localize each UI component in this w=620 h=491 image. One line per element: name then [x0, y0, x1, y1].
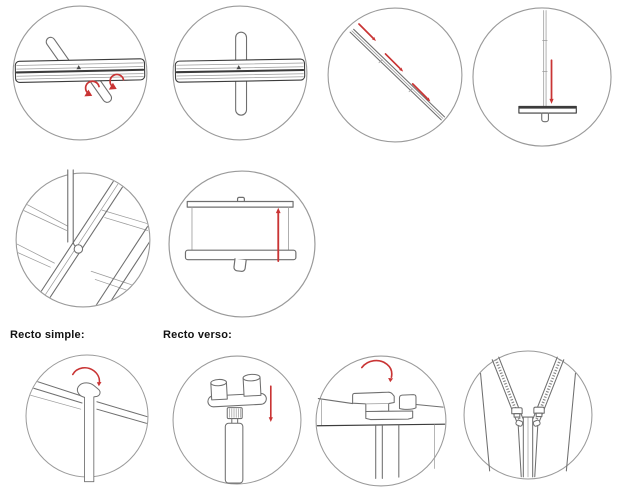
step-5-pole-hook-detail [15, 169, 151, 308]
pull-banner-up-icon [168, 170, 316, 318]
step-1-unfold-base-feet [12, 5, 148, 141]
step-2-feet-perpendicular [172, 5, 308, 141]
pole-hook-detail-icon [15, 169, 151, 308]
feet-perpendicular-icon [172, 5, 308, 141]
double-sided-assembled-icon [463, 350, 593, 480]
step-8-insert-adapter [172, 355, 302, 491]
step-6-pull-banner-up [168, 170, 316, 318]
step-9-mount-crossbar-hooks [315, 355, 447, 487]
mount-crossbar-hooks-icon [315, 355, 447, 487]
step-7-hook-pole-on-rail [25, 354, 149, 491]
insert-double-sided-adapter-icon [172, 355, 302, 485]
unfold-base-feet-icon [12, 5, 148, 141]
step-4-insert-pole-into-base [472, 7, 612, 147]
step-3-extend-pole [327, 7, 463, 143]
insert-pole-into-base-icon [472, 7, 612, 147]
hook-pole-on-rail-icon [25, 354, 149, 483]
recto-simple-label: Recto simple: [10, 329, 85, 341]
recto-verso-label: Recto verso: [163, 329, 233, 341]
extend-telescopic-pole-icon [327, 7, 463, 143]
step-10-double-sided-assembled [463, 350, 593, 480]
